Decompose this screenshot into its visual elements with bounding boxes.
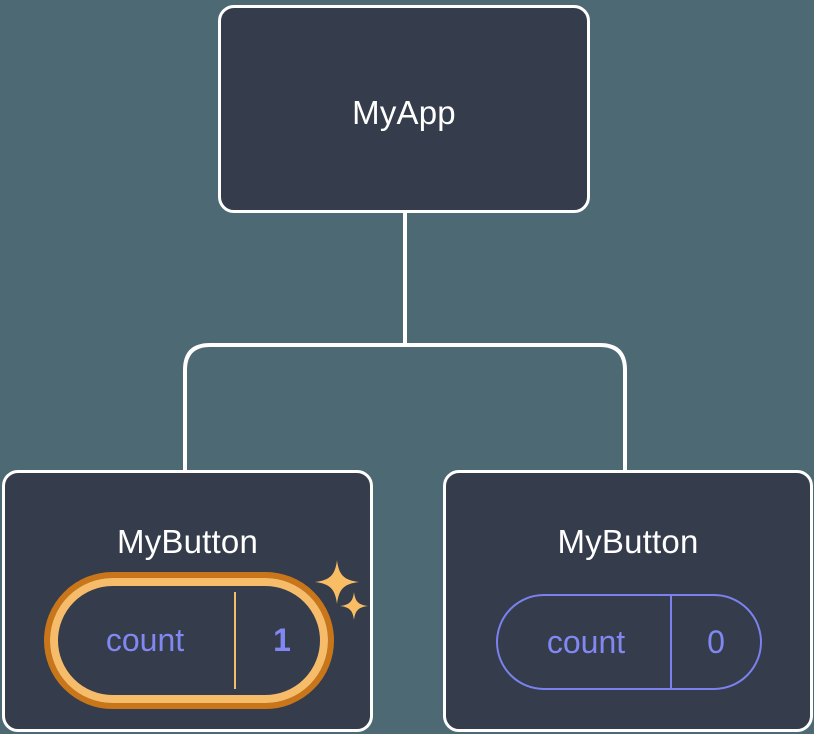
component-node-myapp[interactable]: MyApp: [218, 5, 590, 213]
state-value: 1: [273, 622, 291, 658]
component-node-title: MyApp: [352, 94, 456, 131]
state-key: count: [546, 623, 626, 660]
state-pill-plain[interactable]: count 0: [496, 594, 762, 690]
connector-branch-bar: [183, 343, 627, 470]
state-divider: [234, 592, 236, 689]
component-node-title: MyButton: [557, 523, 699, 560]
state-divider: [670, 596, 672, 688]
state-pill-highlighted[interactable]: count 1: [44, 572, 334, 709]
state-key: count: [105, 622, 185, 658]
component-node-title: MyButton: [117, 523, 258, 560]
state-value: 0: [707, 623, 725, 660]
